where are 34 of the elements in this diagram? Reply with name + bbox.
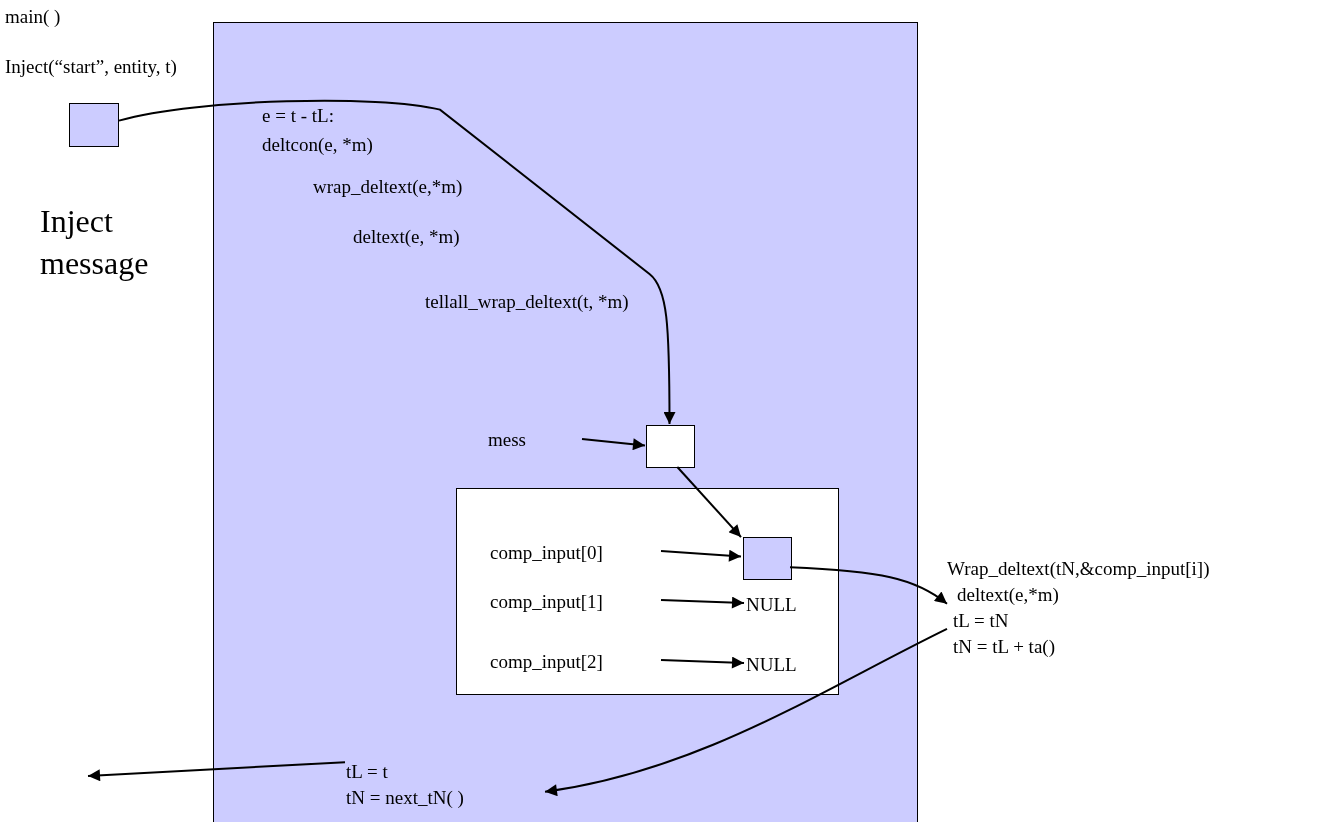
null-label: NULL [746, 653, 798, 677]
message-box [646, 425, 695, 468]
function-label: main( ) [5, 6, 61, 28]
code-line: tellall_wrap_deltext(t, *m) [425, 291, 629, 313]
code-line: wrap_deltext(e,*m) [313, 176, 463, 198]
code-line: tN = next_tN( ) [346, 786, 465, 810]
arrow [660, 549, 742, 562]
array-element-label: comp_input[0] [490, 541, 604, 565]
arrow [581, 438, 646, 451]
caption-text: Inject message [40, 202, 150, 283]
code-line: deltext(e, *m) [353, 226, 460, 248]
code-line: tL = t [346, 760, 389, 784]
arrow [544, 627, 948, 796]
code-line: e = t - tL: [262, 105, 334, 127]
inject-box [69, 103, 119, 147]
arrow [118, 99, 676, 425]
container-box [213, 22, 918, 822]
code-line: tL = tN [953, 609, 1010, 633]
variable-label: mess [488, 428, 527, 452]
arrow [87, 761, 346, 782]
call-label: Inject(“start”, entity, t) [5, 56, 177, 78]
code-line: deltext(e,*m) [957, 583, 1060, 607]
code-line: tN = tL + ta() [953, 635, 1056, 659]
array-element-label: comp_input[2] [490, 650, 604, 674]
code-line: Wrap_deltext(tN,&comp_input[i]) [947, 557, 1211, 581]
null-label: NULL [746, 593, 798, 617]
array-element-label: comp_input[1] [490, 590, 604, 614]
arrow [660, 656, 745, 669]
code-line: deltcon(e, *m) [262, 134, 373, 156]
arrow [660, 596, 745, 609]
input-slot-box [743, 537, 792, 580]
arrow [676, 466, 742, 539]
input-array-box [456, 488, 839, 695]
arrow [789, 566, 948, 605]
